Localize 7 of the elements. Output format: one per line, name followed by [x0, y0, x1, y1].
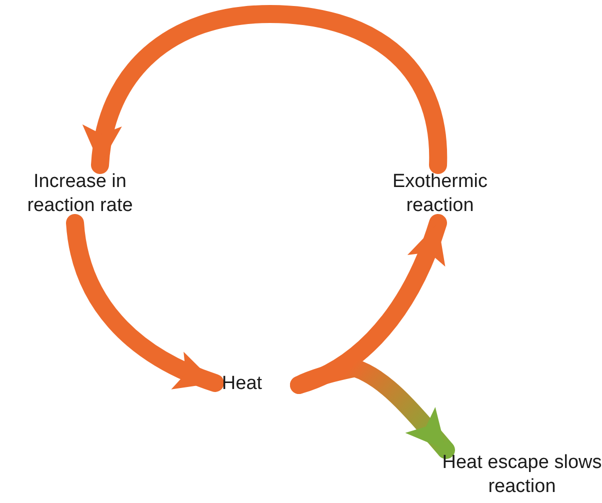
- node-label: Heat escape slows reaction: [442, 451, 602, 499]
- node-label: Heat: [222, 372, 262, 396]
- curved-arrow: [66, 214, 224, 392]
- node-label: Exothermic reaction: [391, 170, 489, 218]
- curved-arrow: [84, 5, 447, 174]
- curved-arrow: [290, 359, 455, 459]
- node-label: Increase in reaction rate: [26, 170, 134, 218]
